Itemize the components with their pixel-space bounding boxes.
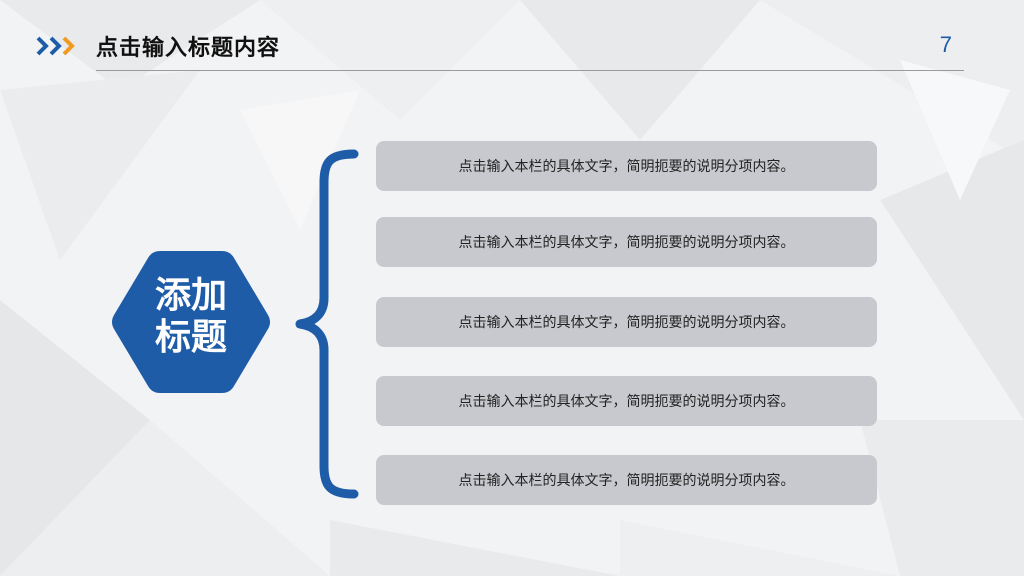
list-item[interactable]: 点击输入本栏的具体文字，简明扼要的说明分项内容。 [376,455,877,505]
center-title[interactable]: 添加 标题 [108,275,274,359]
list-item[interactable]: 点击输入本栏的具体文字，简明扼要的说明分项内容。 [376,297,877,347]
hexagon-shape [112,251,270,393]
page-title: 点击输入标题内容 [96,36,281,61]
chevron-arrows-icon [36,36,75,56]
list-item[interactable]: 点击输入本栏的具体文字，简明扼要的说明分项内容。 [376,141,877,191]
header-divider [96,70,964,71]
center-title-line-1: 添加 [154,275,227,316]
list-item-text: 点击输入本栏的具体文字，简明扼要的说明分项内容。 [458,394,795,410]
center-title-line-2: 标题 [154,317,227,358]
list-item-text: 点击输入本栏的具体文字，简明扼要的说明分项内容。 [458,315,795,331]
curly-brace [295,149,359,499]
list-item-text: 点击输入本栏的具体文字，简明扼要的说明分项内容。 [458,473,795,489]
list-item[interactable]: 点击输入本栏的具体文字，简明扼要的说明分项内容。 [376,217,877,267]
list-item-text: 点击输入本栏的具体文字，简明扼要的说明分项内容。 [458,159,795,175]
list-item-text: 点击输入本栏的具体文字，简明扼要的说明分项内容。 [458,235,795,251]
page-number: 7 [939,32,952,57]
list-item[interactable]: 点击输入本栏的具体文字，简明扼要的说明分项内容。 [376,376,877,426]
